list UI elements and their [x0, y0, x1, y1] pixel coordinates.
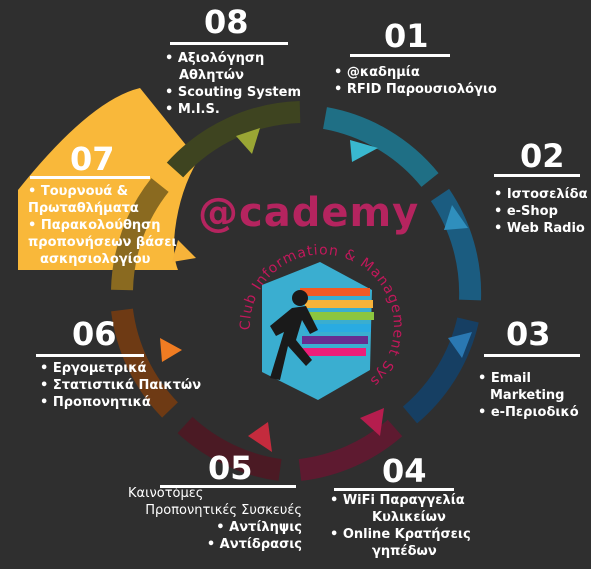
arrow-06	[160, 338, 182, 362]
segment-08-item: Αθλητών	[179, 68, 244, 83]
segment-07-item: ασκησιολογίου	[40, 252, 151, 267]
segment-03-item: e-Περιοδικό	[478, 404, 579, 421]
segment-08-rule	[170, 42, 288, 45]
arrow-02	[444, 205, 468, 230]
segment-05-item: Προπονητικές Συσκευές	[145, 503, 302, 518]
segment-02-rule	[494, 174, 580, 177]
segment-08-item: Scouting System	[165, 84, 301, 101]
segment-04-item: Κυλικείων	[372, 510, 446, 525]
segment-04-item: WiFi Παραγγελία	[330, 492, 471, 509]
segment-07-item: προπονήσεων βάσει	[28, 235, 177, 250]
speed-bars	[300, 288, 374, 356]
arrow-08	[236, 128, 260, 154]
segment-01-item-text: RFID Παρουσιολόγιο	[346, 82, 497, 97]
arrow-03	[448, 332, 472, 358]
ring-arc-01	[322, 107, 439, 188]
segment-02-list: Ιστοσελίδα e-Shop Web Radio	[494, 186, 588, 237]
segment-01-item: RFID Παρουσιολόγιο	[334, 81, 497, 98]
ring-arc-05	[177, 416, 282, 481]
segment-05-number: 05	[208, 449, 253, 487]
logo-text: @cademy	[198, 190, 420, 236]
segment-06-item: Προπονητικά	[40, 394, 201, 411]
segment-04-item: Online Κρατήσεις	[330, 526, 471, 543]
arrow-04	[360, 408, 384, 436]
segment-03-item: Email	[478, 370, 579, 387]
segment-04-number: 04	[382, 452, 427, 490]
segment-04-list: WiFi Παραγγελία Κυλικείων Online Κρατήσε…	[330, 492, 471, 560]
segment-07-rule	[30, 176, 150, 179]
segment-07-item: Πρωταθλήματα	[28, 201, 139, 216]
segment-07-item: Τουρνουά &	[28, 183, 177, 200]
arrow-01	[350, 140, 378, 162]
segment-01-number: 01	[384, 17, 429, 55]
segment-04-rule	[334, 488, 454, 491]
segment-08-item: Αξιολόγηση	[165, 50, 301, 67]
ring-arc-03	[402, 317, 479, 424]
segment-05-list: Καινοτόμες Προπονητικές Συσκευές Αντίληψ…	[118, 485, 302, 553]
segment-02-number: 02	[520, 137, 565, 175]
segment-01-list: @καδημία RFID Παρουσιολόγιο	[334, 64, 497, 98]
segment-03-number: 03	[506, 315, 551, 353]
runner-icon	[270, 290, 318, 380]
arrow-05	[248, 422, 272, 452]
ring-arc-04	[298, 419, 403, 481]
segment-07-number: 07	[70, 140, 115, 178]
arrow-07	[172, 240, 196, 262]
segment-03-list: Email Marketing e-Περιοδικό	[478, 370, 579, 421]
segment-02-item: Ιστοσελίδα	[494, 186, 588, 203]
segment-06-number: 06	[72, 315, 117, 353]
segment-04-item: γηπέδων	[372, 544, 437, 559]
segment-06-list: Εργομετρικά Στατιστικά Παικτών Προπονητι…	[40, 360, 201, 411]
segment-03-rule	[484, 354, 580, 357]
segment-08-item: M.I.S.	[165, 101, 301, 118]
segment-08-list: Αξιολόγηση Αθλητών Scouting System M.I.S…	[165, 50, 301, 118]
segment-07-list: Τουρνουά & Πρωταθλήματα Παρακολούθηση πρ…	[28, 183, 177, 268]
ring-arc-08	[166, 101, 301, 178]
segment-05-item: Αντίδρασις	[118, 536, 302, 553]
segment-06-rule	[36, 354, 144, 357]
segment-08-number: 08	[204, 3, 249, 41]
segment-03-item: Marketing	[490, 388, 565, 403]
segment-02-item: e-Shop	[494, 203, 588, 220]
segment-06-item: Στατιστικά Παικτών	[40, 377, 201, 394]
segment-07-item: Παρακολούθηση	[28, 217, 177, 234]
segment-05-rule	[160, 485, 296, 488]
segment-02-item: Web Radio	[494, 220, 588, 237]
ring-arc-02	[430, 188, 482, 301]
segment-01-rule	[350, 54, 450, 57]
segment-01-item: @καδημία	[334, 64, 497, 81]
segment-05-item: Καινοτόμες	[128, 486, 204, 501]
segment-06-item: Εργομετρικά	[40, 360, 201, 377]
segment-05-item: Αντίληψις	[118, 519, 302, 536]
